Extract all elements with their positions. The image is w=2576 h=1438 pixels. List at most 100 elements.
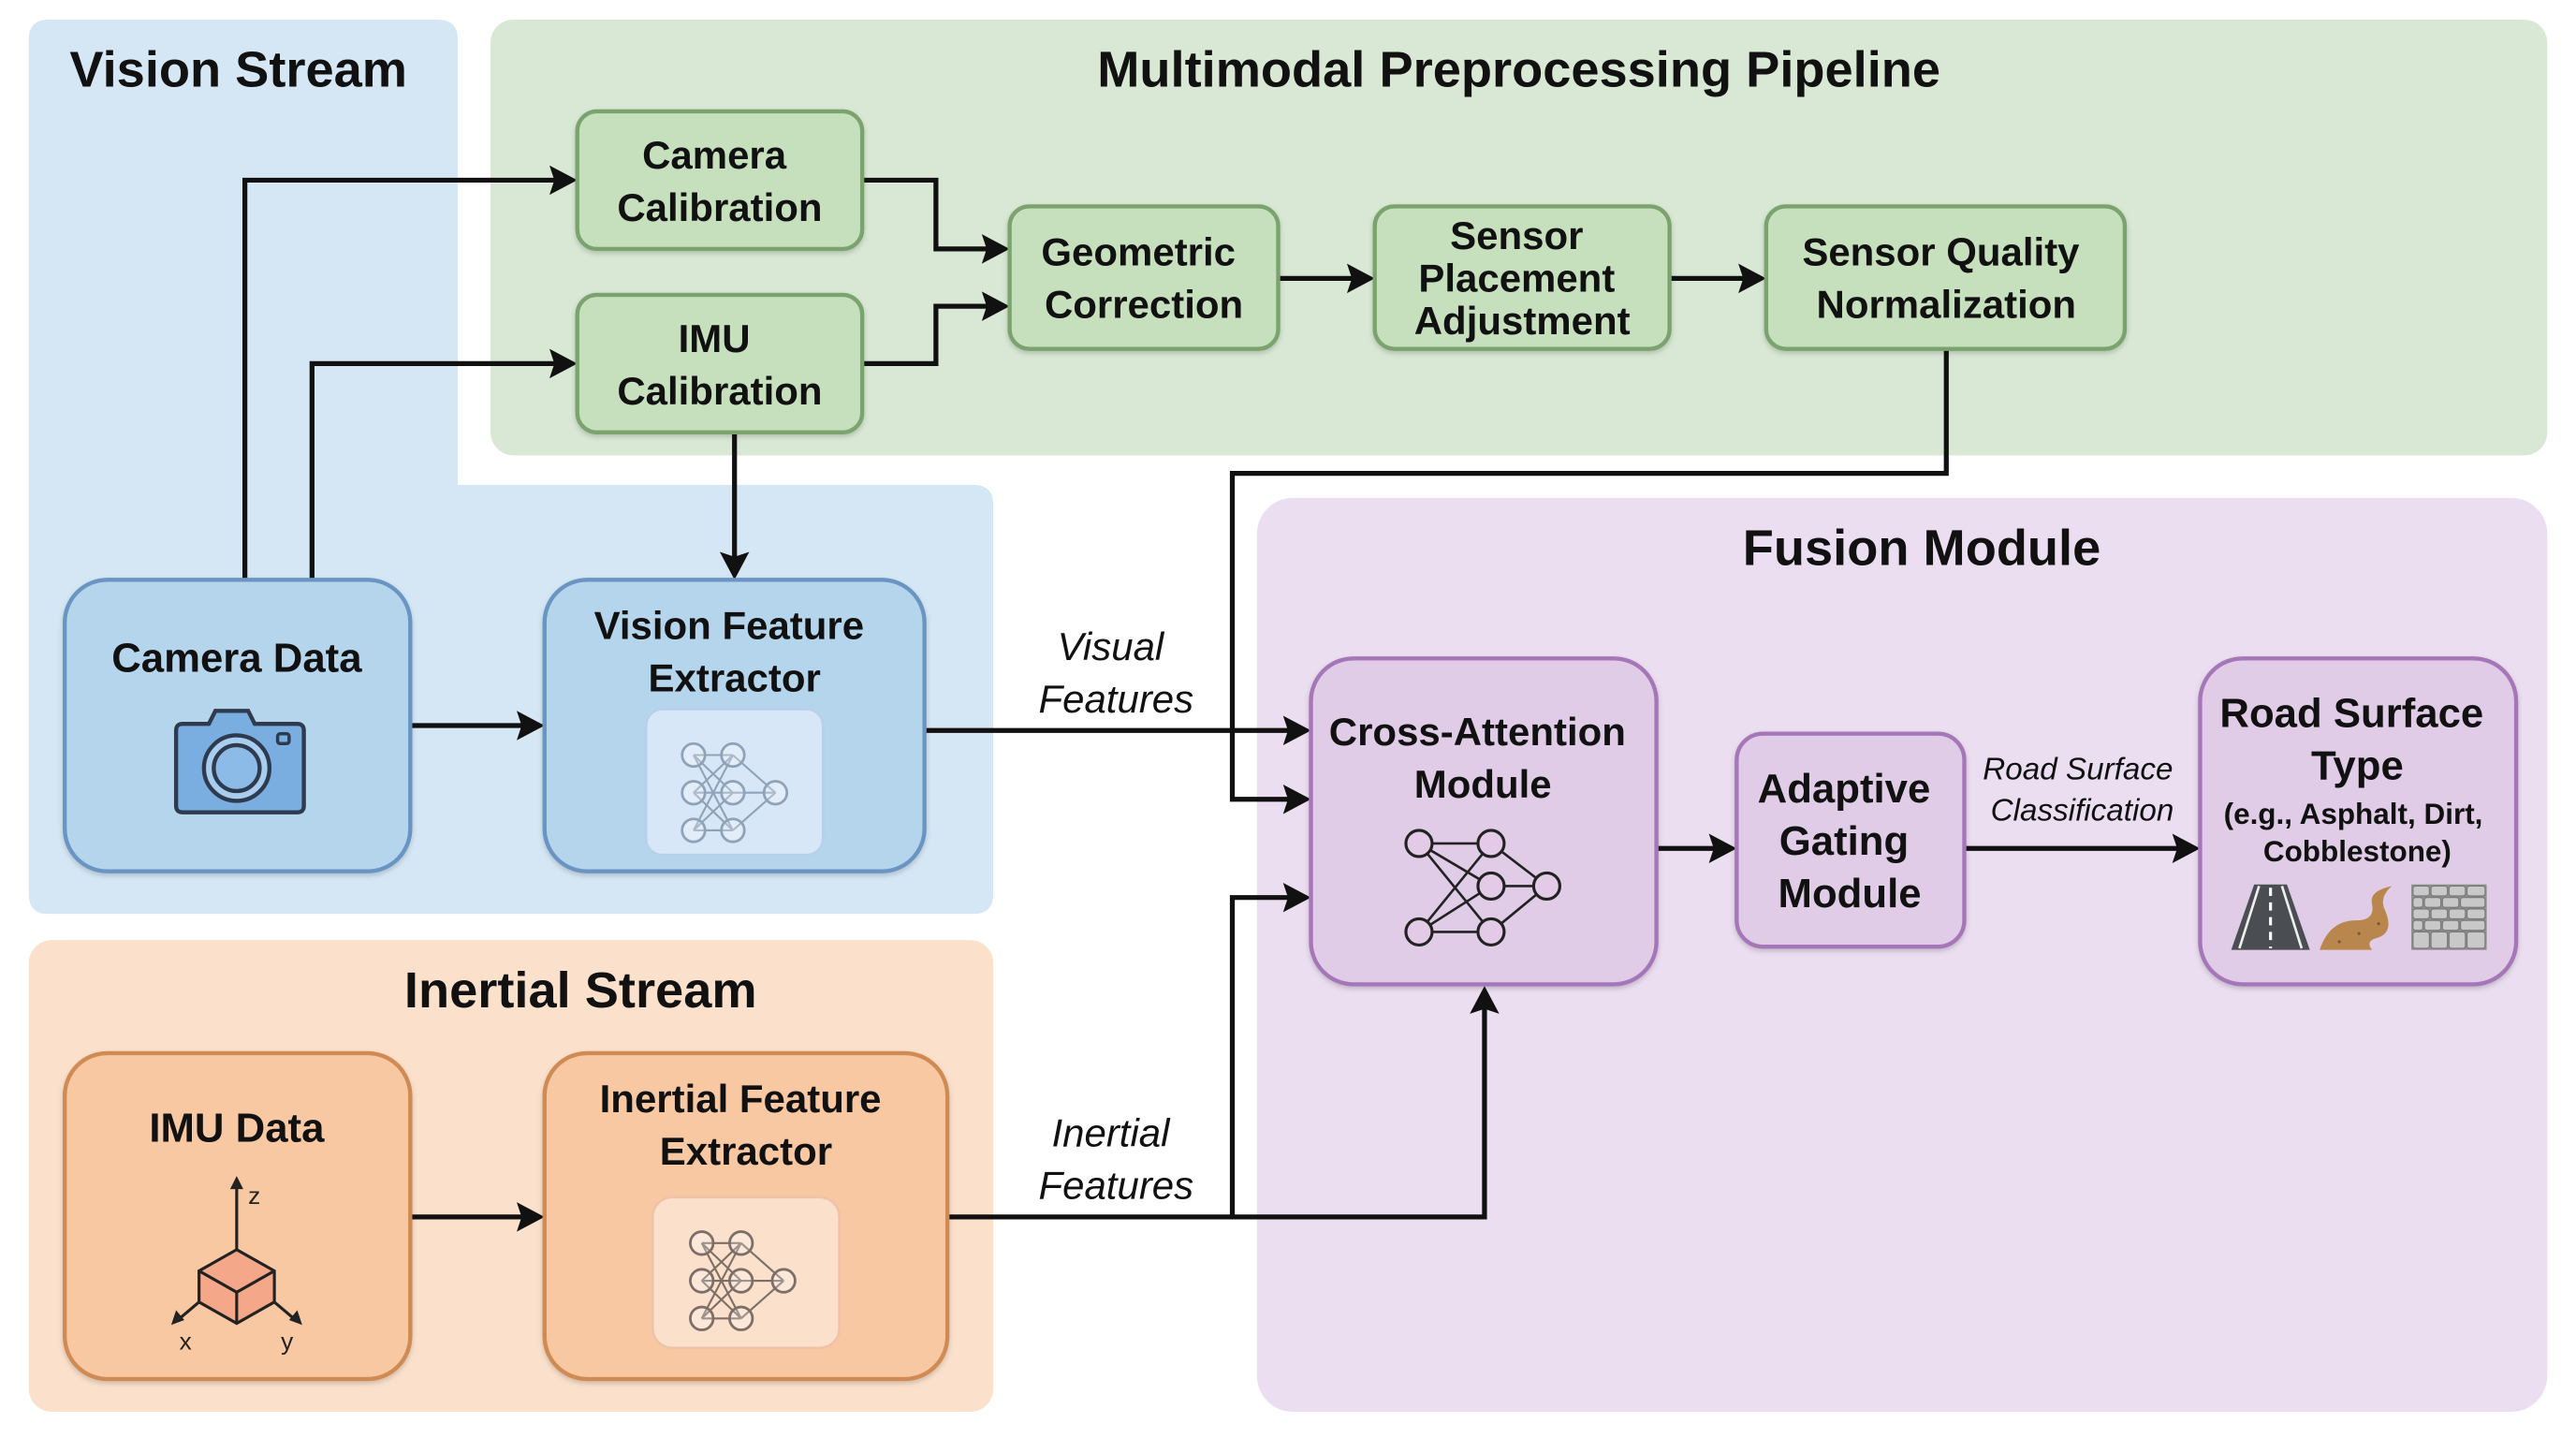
node-box <box>575 109 865 252</box>
node-label-line: Inertial Feature <box>600 1077 882 1121</box>
camera-icon <box>173 709 306 814</box>
node-sublabel: (e.g., Asphalt, Dirt, Cobblestone) <box>2224 798 2492 868</box>
icon-backdrop <box>651 1196 841 1350</box>
edge-label-road-surface-classification: Road Surface Classification <box>1983 753 2181 829</box>
node-label: Sensor Quality Normalization <box>1802 229 2090 326</box>
node-sensor-quality-normalization[interactable]: Sensor Quality Normalization <box>1764 204 2128 351</box>
nn-connection <box>693 791 734 831</box>
node-box <box>1007 204 1281 351</box>
cobblestone-icon <box>2411 884 2487 950</box>
group-title-preprocessing-pipeline: Multimodal Preprocessing Pipeline <box>1097 42 1940 98</box>
nn-node <box>681 817 707 844</box>
arrowhead-icon <box>1708 833 1737 863</box>
group-title-inertial-stream: Inertial Stream <box>404 962 757 1019</box>
edges <box>242 165 2201 1232</box>
nn-node <box>720 741 746 769</box>
node-box <box>1372 204 1672 351</box>
nn-node <box>720 780 746 806</box>
node-box <box>575 292 865 435</box>
nn-connection <box>732 791 777 831</box>
node-label-line: Extractor <box>649 655 821 699</box>
nn-connection <box>693 755 734 831</box>
edge-imu-calibration-to-geometric-correction <box>862 303 990 366</box>
arrowhead-icon <box>1346 263 1375 294</box>
arrowhead-icon <box>1282 715 1311 745</box>
arrowhead-icon <box>1470 986 1500 1014</box>
node-label: Vision Feature Extractor <box>594 603 875 699</box>
node-label-line: Type <box>2311 743 2404 789</box>
nn-node <box>770 1268 797 1294</box>
node-label: IMU Calibration <box>617 316 822 413</box>
node-label-line: IMU <box>679 316 751 360</box>
axis-label-z: z <box>248 1181 260 1210</box>
edge-label-line: Features <box>1038 1164 1193 1208</box>
node-label-line: Placement <box>1418 256 1615 300</box>
node-label: Camera Calibration <box>617 133 822 229</box>
node-label: IMU Data <box>149 1105 325 1151</box>
edge-label-line: Road Surface <box>1983 753 2173 787</box>
group-title-vision-stream: Vision Stream <box>69 42 407 98</box>
node-geometric-correction[interactable]: Geometric Correction <box>1007 204 1281 351</box>
arrowhead-icon <box>517 1202 545 1232</box>
dirt-road-icon <box>2320 886 2393 950</box>
node-label: Geometric Correction <box>1041 229 1246 326</box>
node-label-line: Cross-Attention <box>1329 710 1626 754</box>
arrowhead-icon <box>981 291 1010 321</box>
node-cross-attention-module[interactable]: Cross-Attention Module <box>1309 656 1659 987</box>
edge-label-inertial-features: Inertial Features <box>1038 1111 1193 1208</box>
node-sublabel-line: (e.g., Asphalt, Dirt, <box>2224 798 2483 830</box>
group-title-fusion-module: Fusion Module <box>1743 521 2100 577</box>
node-label-line: Module <box>1414 762 1552 806</box>
edge-label-line: Visual <box>1058 624 1165 668</box>
arrowhead-icon <box>549 348 578 379</box>
edge-sensor-quality-to-cross-attention <box>1229 348 1949 802</box>
node-label-line: Geometric <box>1041 229 1236 273</box>
node-inertial-feature-extractor[interactable]: Inertial Feature Extractor <box>542 1050 950 1382</box>
nn-node <box>689 1305 715 1331</box>
node-label-line: Normalization <box>1817 282 2076 326</box>
node-adaptive-gating-module[interactable]: Adaptive Gating Module <box>1734 731 1967 949</box>
edge-camera-data-to-camera-calibration <box>242 177 558 580</box>
node-label: Inertial Feature Extractor <box>600 1077 893 1173</box>
edge-label-line: Inertial <box>1051 1111 1171 1155</box>
node-box <box>1764 204 2128 351</box>
axis-label-x: x <box>180 1328 192 1356</box>
node-label: Sensor Placement Adjustment <box>1414 213 1631 343</box>
node-imu-calibration[interactable]: IMU Calibration <box>575 292 865 435</box>
node-camera-calibration[interactable]: Camera Calibration <box>575 109 865 252</box>
nn-node <box>689 1268 715 1294</box>
nn-connection <box>700 1242 742 1282</box>
node-road-surface-type[interactable]: Road Surface Type (e.g., Asphalt, Dirt, … <box>2198 656 2519 987</box>
axis-label-y: y <box>281 1328 294 1356</box>
node-label-line: Adjustment <box>1414 299 1631 343</box>
imu-axes-cube-icon: z x y <box>170 1176 302 1356</box>
node-box <box>1309 656 1659 987</box>
node-label-line: Road Surface <box>2219 691 2483 737</box>
node-sensor-placement-adjustment[interactable]: Sensor Placement Adjustment <box>1372 204 1672 351</box>
node-camera-data[interactable]: Camera Data <box>62 578 413 873</box>
nn-connection <box>739 1242 784 1282</box>
arrowhead-icon <box>517 711 545 741</box>
nn-node <box>681 741 707 769</box>
nn-node <box>762 780 789 806</box>
node-imu-data[interactable]: IMU Data z x y <box>62 1050 413 1382</box>
nn-node <box>728 1305 754 1331</box>
nn-node <box>728 1230 754 1256</box>
neural-network-icon <box>681 741 789 844</box>
neural-network-icon <box>689 1230 797 1331</box>
node-label-line: Calibration <box>617 185 822 229</box>
node-label: Cross-Attention Module <box>1329 710 1637 806</box>
nn-connection <box>700 1280 742 1320</box>
nn-node <box>728 1268 754 1294</box>
edge-camera-calibration-to-geometric-correction <box>862 177 990 252</box>
nn-connection <box>732 754 777 794</box>
node-label: Road Surface Type <box>2219 691 2495 789</box>
node-label: Camera Data <box>111 635 362 681</box>
edge-label-line: Classification <box>1991 793 2174 828</box>
node-label-line: Extractor <box>660 1129 832 1173</box>
node-vision-feature-extractor[interactable]: Vision Feature Extractor <box>542 578 927 873</box>
edge-inertial-feature-branch-to-cross-attention <box>1229 895 1292 1217</box>
node-label-line: Sensor Quality <box>1802 229 2080 273</box>
node-label-line: Correction <box>1045 282 1243 326</box>
